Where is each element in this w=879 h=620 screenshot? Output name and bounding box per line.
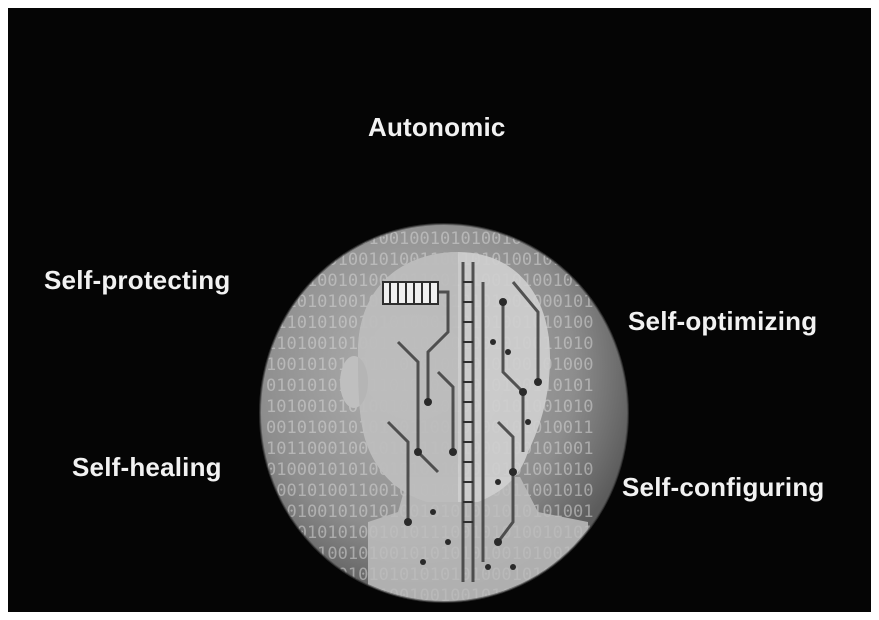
label-self-configuring: Self-configuring — [622, 472, 825, 503]
label-self-optimizing: Self-optimizing — [628, 306, 817, 337]
circuit-head-icon: 1010100100100100101010010010010010010101… — [258, 222, 630, 604]
binary-row: 10101001001001001010100100100100 — [266, 229, 594, 249]
label-self-healing: Self-healing — [72, 452, 222, 483]
diagram-title: Autonomic — [368, 112, 506, 143]
label-self-protecting: Self-protecting — [44, 265, 230, 296]
